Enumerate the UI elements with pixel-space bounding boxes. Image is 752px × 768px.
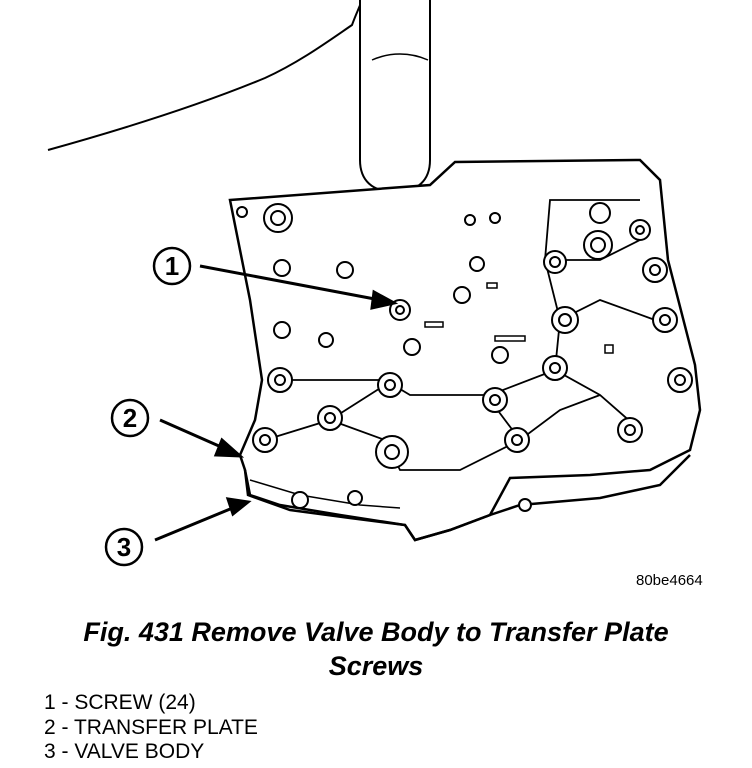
callout-3: 3 xyxy=(104,527,144,567)
valve-body-illustration: 1 2 3 xyxy=(47,0,702,567)
hand-outline xyxy=(47,0,363,151)
screw-bosses xyxy=(236,202,693,512)
svg-text:1: 1 xyxy=(165,251,179,281)
legend: 1 - SCREW (24) 2 - TRANSFER PLATE 3 - VA… xyxy=(44,691,258,765)
slots xyxy=(424,282,614,354)
svg-text:3: 3 xyxy=(117,532,131,562)
lower-layer-outline xyxy=(243,454,691,542)
callout-2: 2 xyxy=(110,398,150,438)
screwdriver-handle xyxy=(359,0,431,194)
legend-item: 1 - SCREW (24) xyxy=(44,691,196,714)
svg-text:2: 2 xyxy=(123,403,137,433)
figure-caption-line2: Screws xyxy=(328,651,424,681)
figure-id: 80be4664 xyxy=(636,572,703,589)
callout-1: 1 xyxy=(152,246,192,286)
callout-arrows xyxy=(154,264,399,542)
legend-item: 2 - TRANSFER PLATE xyxy=(44,715,258,739)
legend-item: 3 - VALVE BODY xyxy=(44,740,205,763)
figure-caption-line1: Fig. 431 Remove Valve Body to Transfer P… xyxy=(83,617,669,647)
